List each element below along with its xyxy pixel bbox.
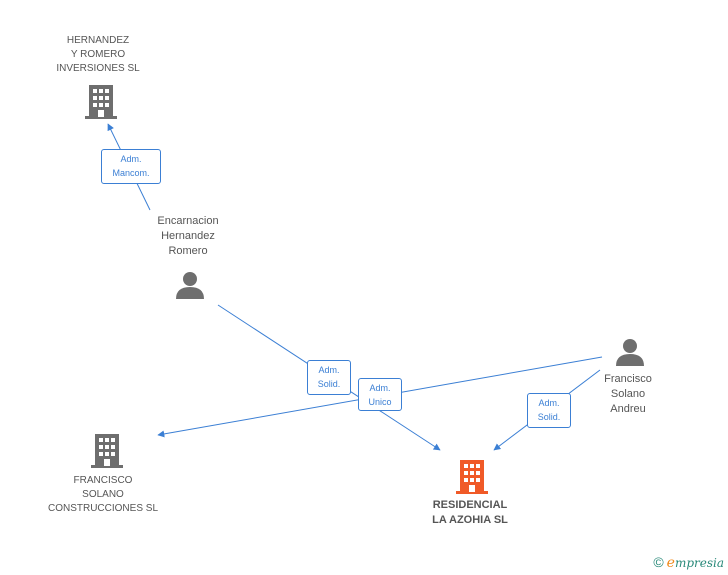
relation-line2: Solid. — [317, 379, 341, 389]
relation-line2: Solid. — [537, 412, 561, 422]
building-icon-main[interactable] — [456, 460, 488, 494]
relation-line1: Adm. — [318, 365, 340, 375]
relation-box-adm-solid-2[interactable]: Adm. Solid. — [527, 393, 571, 428]
person-icon[interactable] — [175, 270, 205, 300]
node-label-hernandez-romero[interactable]: HERNANDEZ Y ROMERO INVERSIONES SL — [56, 35, 140, 74]
relation-box-adm-solid[interactable]: Adm. Solid. — [307, 360, 351, 395]
brand-logo-text: mpresia — [674, 556, 724, 570]
relation-line1: Adm. — [369, 383, 391, 393]
relation-line1: Adm. — [120, 154, 142, 164]
node-label-francisco-solano-construcciones[interactable]: FRANCISCO SOLANO CONSTRUCCIONES SL — [47, 475, 158, 514]
footer-brand[interactable]: ©empresia — [653, 554, 724, 571]
node-label-residencial[interactable]: RESIDENCIAL LA AZOHIA SL — [432, 499, 508, 526]
node-label-francisco-solano-andreu[interactable]: Francisco Solano Andreu — [604, 373, 652, 415]
building-icon[interactable] — [85, 85, 117, 119]
relation-line2: Unico — [368, 397, 392, 407]
relation-box-adm-mancom[interactable]: Adm. Mancom. — [101, 149, 161, 184]
relation-box-adm-unico[interactable]: Adm. Unico — [358, 378, 402, 411]
building-icon[interactable] — [91, 434, 123, 468]
person-icon[interactable] — [615, 337, 645, 367]
node-label-encarnacion[interactable]: Encarnacion Hernandez Romero — [157, 215, 219, 257]
relation-line2: Mancom. — [112, 168, 150, 178]
relation-line1: Adm. — [538, 398, 560, 408]
copyright-symbol: © — [653, 554, 664, 570]
brand-logo-e: e — [666, 555, 675, 571]
